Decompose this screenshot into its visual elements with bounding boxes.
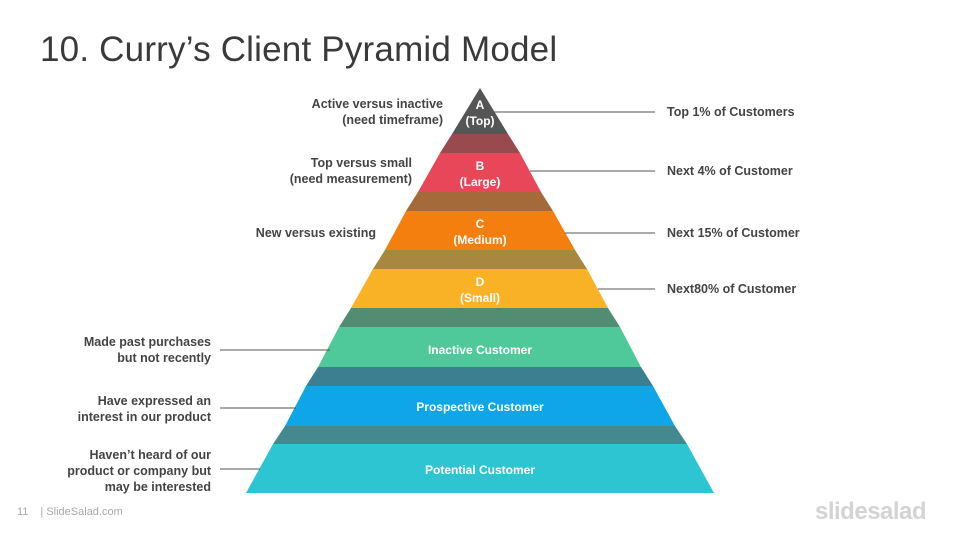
left-label-line: Haven’t heard of our (89, 448, 211, 462)
tier-a-name: (Top) (465, 114, 495, 128)
left-label-line: Active versus inactive (311, 97, 443, 111)
tier-c-label: C (Medium) (430, 216, 530, 248)
slide-title: 10. Curry’s Client Pyramid Model (40, 30, 558, 69)
tier-inactive (318, 327, 641, 367)
band-inactive-prospective (306, 367, 653, 386)
band-a-b (440, 134, 520, 153)
tier-a (452, 88, 508, 134)
tier-a-label: A (Top) (440, 97, 520, 129)
left-label-past-purchases: Made past purchases but not recently (84, 334, 211, 366)
left-label-not-heard: Haven’t heard of our product or company … (67, 447, 211, 495)
right-label-next-4: Next 4% of Customer (667, 164, 793, 178)
tier-c-name: (Medium) (453, 233, 507, 247)
tier-b-label: B (Large) (430, 158, 530, 190)
band-d-inactive (339, 308, 620, 327)
left-label-line: Made past purchases (83, 335, 211, 349)
left-label-line: (need measurement) (289, 172, 412, 186)
tier-potential-label: Potential Customer (424, 463, 535, 477)
tier-prospective (285, 386, 675, 426)
left-label-line: Top versus small (310, 156, 412, 170)
right-label-top-1: Top 1% of Customers (667, 105, 795, 119)
tier-potential (246, 444, 714, 493)
tier-inactive-label: Inactive Customer (427, 343, 533, 357)
tier-d-name: (Small) (459, 291, 500, 305)
band-prospective-potential (273, 426, 687, 444)
footer-site: | SlideSalad.com (40, 506, 123, 518)
left-label-line: Have expressed an (97, 394, 211, 408)
left-label-expressed-interest: Have expressed an interest in our produc… (78, 393, 211, 425)
left-label-active-inactive: Active versus inactive (need timeframe) (312, 96, 443, 128)
tier-b (418, 153, 541, 192)
left-label-line: interest in our product (77, 410, 211, 424)
tier-c (385, 211, 575, 250)
page-number: 11 (17, 506, 29, 518)
tier-d (351, 269, 608, 308)
left-label-line: but not recently (117, 351, 211, 365)
brand-logo: slidesalad (815, 498, 927, 525)
tier-d-letter: D (475, 275, 485, 289)
band-c-d (373, 250, 587, 269)
left-label-top-small: Top versus small (need measurement) (290, 155, 412, 187)
right-label-next-80: Next80% of Customer (667, 282, 797, 296)
band-b-c (406, 192, 553, 211)
tier-a-letter: A (475, 98, 485, 112)
tier-b-name: (Large) (459, 175, 501, 189)
left-label-line: may be interested (104, 480, 211, 494)
right-label-next-15: Next 15% of Customer (667, 226, 800, 240)
footer: 11 | SlideSalad.com (17, 506, 123, 518)
tier-prospective-label: Prospective Customer (416, 400, 544, 414)
tier-c-letter: C (475, 217, 485, 231)
tier-b-letter: B (475, 159, 485, 173)
tier-d-label: D (Small) (430, 274, 530, 306)
left-label-line: New versus existing (255, 226, 376, 240)
left-label-line: product or company but (67, 464, 211, 478)
left-label-line: (need timeframe) (342, 113, 443, 127)
left-label-new-existing: New versus existing (256, 225, 376, 241)
